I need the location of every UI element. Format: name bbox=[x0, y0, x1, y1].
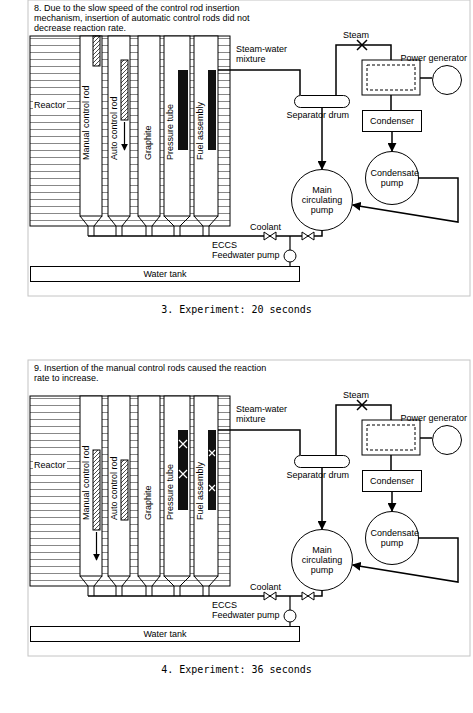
note-text: 9. Insertion of the manual control rods … bbox=[34, 363, 279, 383]
condensate-pump: Condensate pump bbox=[365, 511, 419, 565]
node-label: Power generator bbox=[400, 53, 467, 63]
separator-drum: Separator drum bbox=[294, 455, 350, 468]
node-label: Main circulating pump bbox=[298, 545, 346, 575]
part-name: Fuel assembly bbox=[195, 102, 205, 160]
node-label: Condensate pump bbox=[370, 528, 413, 548]
part-name: Pressure tube bbox=[165, 104, 175, 160]
part-name: Steam-water mixture bbox=[236, 44, 296, 64]
node-label: Separator drum bbox=[286, 110, 349, 120]
part-name: Manual control rod bbox=[81, 445, 91, 520]
part-name: Steam bbox=[343, 390, 369, 400]
part-name: Coolant bbox=[250, 222, 281, 232]
node-label: Power generator bbox=[400, 413, 467, 423]
main-circulating-pump: Main circulating pump bbox=[291, 169, 353, 231]
part-name: Pressure tube bbox=[165, 464, 175, 520]
node-label: Separator drum bbox=[286, 470, 349, 480]
power-generator: Power generator bbox=[432, 65, 462, 95]
pipe-line bbox=[391, 492, 393, 511]
node-label: Condenser bbox=[370, 476, 414, 486]
power-generator: Power generator bbox=[432, 425, 462, 455]
part-name: Feedwater pump bbox=[212, 250, 280, 260]
caption: 4. Experiment: 36 seconds bbox=[0, 664, 473, 676]
part-name: Reactor bbox=[33, 460, 67, 470]
part-name: Auto control rod bbox=[109, 96, 119, 160]
node-label: Water tank bbox=[143, 629, 186, 639]
water-tank: Water tank bbox=[30, 626, 300, 642]
part-name: ECCS bbox=[212, 600, 237, 610]
part-name: Fuel assembly bbox=[195, 462, 205, 520]
main-circulating-pump: Main circulating pump bbox=[291, 529, 353, 591]
part-name: Graphite bbox=[143, 125, 153, 160]
node-label: Main circulating pump bbox=[298, 185, 346, 215]
node-label: Condensate pump bbox=[370, 168, 413, 188]
part-name: ECCS bbox=[212, 240, 237, 250]
part-name: Auto control rod bbox=[109, 456, 119, 520]
water-tank: Water tank bbox=[30, 266, 300, 282]
caption: 3. Experiment: 20 seconds bbox=[0, 304, 473, 316]
pipe-line bbox=[391, 132, 393, 151]
part-name: Coolant bbox=[250, 582, 281, 592]
condensate-pump: Condensate pump bbox=[365, 151, 419, 205]
part-name: Graphite bbox=[143, 485, 153, 520]
condenser-box: Condenser bbox=[362, 110, 422, 132]
node-label: Condenser bbox=[370, 116, 414, 126]
note-text: 8. Due to the slow speed of the control … bbox=[34, 3, 279, 33]
part-name: Steam bbox=[343, 30, 369, 40]
part-name: Manual control rod bbox=[81, 85, 91, 160]
condenser-box: Condenser bbox=[362, 470, 422, 492]
part-name: Reactor bbox=[33, 100, 67, 110]
part-name: Steam-water mixture bbox=[236, 404, 296, 424]
part-name: Feedwater pump bbox=[212, 610, 280, 620]
separator-drum: Separator drum bbox=[294, 95, 350, 108]
node-label: Water tank bbox=[143, 269, 186, 279]
